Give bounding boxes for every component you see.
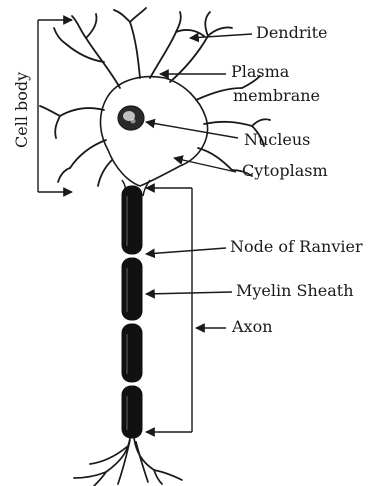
myelin-pointer xyxy=(146,292,232,294)
axon-label: Axon xyxy=(232,318,273,336)
cell-body-label: Cell body xyxy=(12,72,31,148)
dendrite-pointer xyxy=(190,34,252,38)
plasma-label-line2: membrane xyxy=(233,87,320,105)
cell-body xyxy=(101,77,208,186)
axon-bracket xyxy=(146,188,192,432)
plasma-label-line1: Plasma xyxy=(231,63,289,81)
myelin-segment xyxy=(122,258,142,320)
myelin-sheath xyxy=(122,186,142,438)
myelin-segment xyxy=(122,186,142,254)
myelin-segment xyxy=(122,386,142,438)
nucleus-label: Nucleus xyxy=(244,131,310,149)
axon-terminals xyxy=(74,438,182,486)
myelin-segment xyxy=(122,324,142,382)
node-of-ranvier-label: Node of Ranvier xyxy=(230,238,363,256)
myelin-sheath-label: Myelin Sheath xyxy=(236,282,354,300)
node-pointer xyxy=(146,248,226,254)
cytoplasm-label: Cytoplasm xyxy=(242,162,328,180)
nucleus xyxy=(118,106,144,130)
dendrite-label: Dendrite xyxy=(256,24,328,42)
